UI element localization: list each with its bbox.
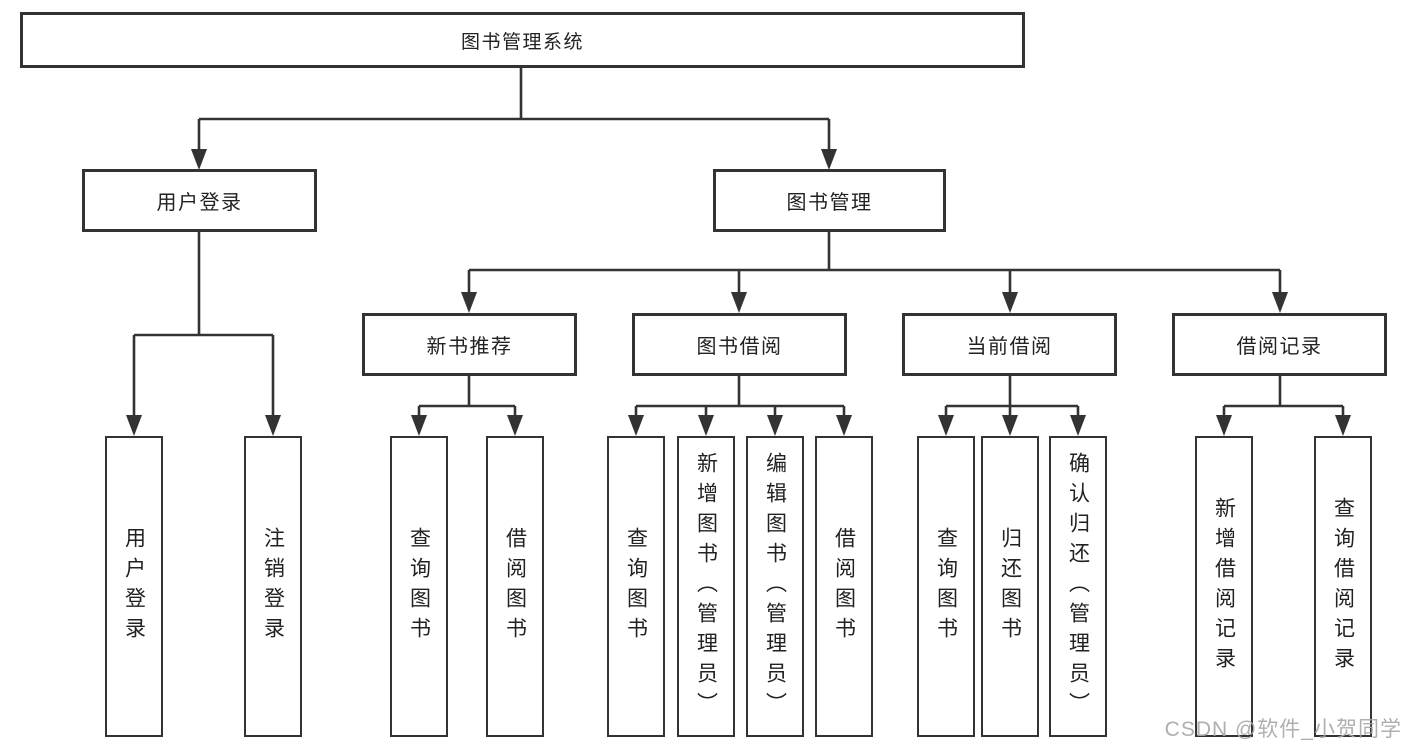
node-book-management-label: 图书管理 xyxy=(786,192,873,214)
leaf-query-book-current: 查询图书 xyxy=(917,436,975,737)
node-current-borrow-label: 当前借阅 xyxy=(966,336,1053,358)
leaf-query-book-borrow: 查询图书 xyxy=(607,436,665,737)
leaf-user-login-label: 用户登录 xyxy=(122,526,146,647)
leaf-add-book-admin: 新增图书（管理员） xyxy=(677,436,735,737)
node-borrow-records: 借阅记录 xyxy=(1172,313,1387,376)
leaf-logout-label: 注销登录 xyxy=(261,526,285,647)
leaf-query-borrow-record-label: 查询借阅记录 xyxy=(1331,496,1355,677)
node-library-management-system-label: 图书管理系统 xyxy=(460,31,584,53)
leaf-query-book-current-label: 查询图书 xyxy=(934,526,958,647)
node-library-management-system: 图书管理系统 xyxy=(20,12,1025,68)
leaf-query-borrow-record: 查询借阅记录 xyxy=(1314,436,1372,737)
node-book-borrow-label: 图书借阅 xyxy=(696,336,783,358)
node-user-login-label: 用户登录 xyxy=(156,192,243,214)
leaf-query-book-recommend: 查询图书 xyxy=(390,436,448,737)
leaf-borrow-book-recommend-label: 借阅图书 xyxy=(503,526,527,647)
leaf-borrow-book: 借阅图书 xyxy=(815,436,873,737)
leaf-query-book-borrow-label: 查询图书 xyxy=(624,526,648,647)
leaf-add-book-admin-label: 新增图书（管理员） xyxy=(694,451,718,722)
leaf-user-login: 用户登录 xyxy=(105,436,163,737)
watermark: CSDN @软件_小贺同学 xyxy=(1164,718,1402,741)
leaf-add-borrow-record: 新增借阅记录 xyxy=(1195,436,1253,737)
node-book-borrow: 图书借阅 xyxy=(632,313,847,376)
leaf-borrow-book-recommend: 借阅图书 xyxy=(486,436,544,737)
leaf-confirm-return-admin: 确认归还（管理员） xyxy=(1049,436,1107,737)
node-current-borrow: 当前借阅 xyxy=(902,313,1117,376)
leaf-confirm-return-admin-label: 确认归还（管理员） xyxy=(1066,451,1090,722)
leaf-query-book-recommend-label: 查询图书 xyxy=(407,526,431,647)
node-borrow-records-label: 借阅记录 xyxy=(1236,336,1323,358)
node-user-login: 用户登录 xyxy=(82,169,317,232)
leaf-add-borrow-record-label: 新增借阅记录 xyxy=(1212,496,1236,677)
node-book-management: 图书管理 xyxy=(713,169,946,232)
leaf-edit-book-admin-label: 编辑图书（管理员） xyxy=(763,451,787,722)
node-new-book-recommend: 新书推荐 xyxy=(362,313,577,376)
node-new-book-recommend-label: 新书推荐 xyxy=(426,336,513,358)
leaf-logout: 注销登录 xyxy=(244,436,302,737)
leaf-return-book-label: 归还图书 xyxy=(998,526,1022,647)
leaf-return-book: 归还图书 xyxy=(981,436,1039,737)
leaf-edit-book-admin: 编辑图书（管理员） xyxy=(746,436,804,737)
leaf-borrow-book-label: 借阅图书 xyxy=(832,526,856,647)
